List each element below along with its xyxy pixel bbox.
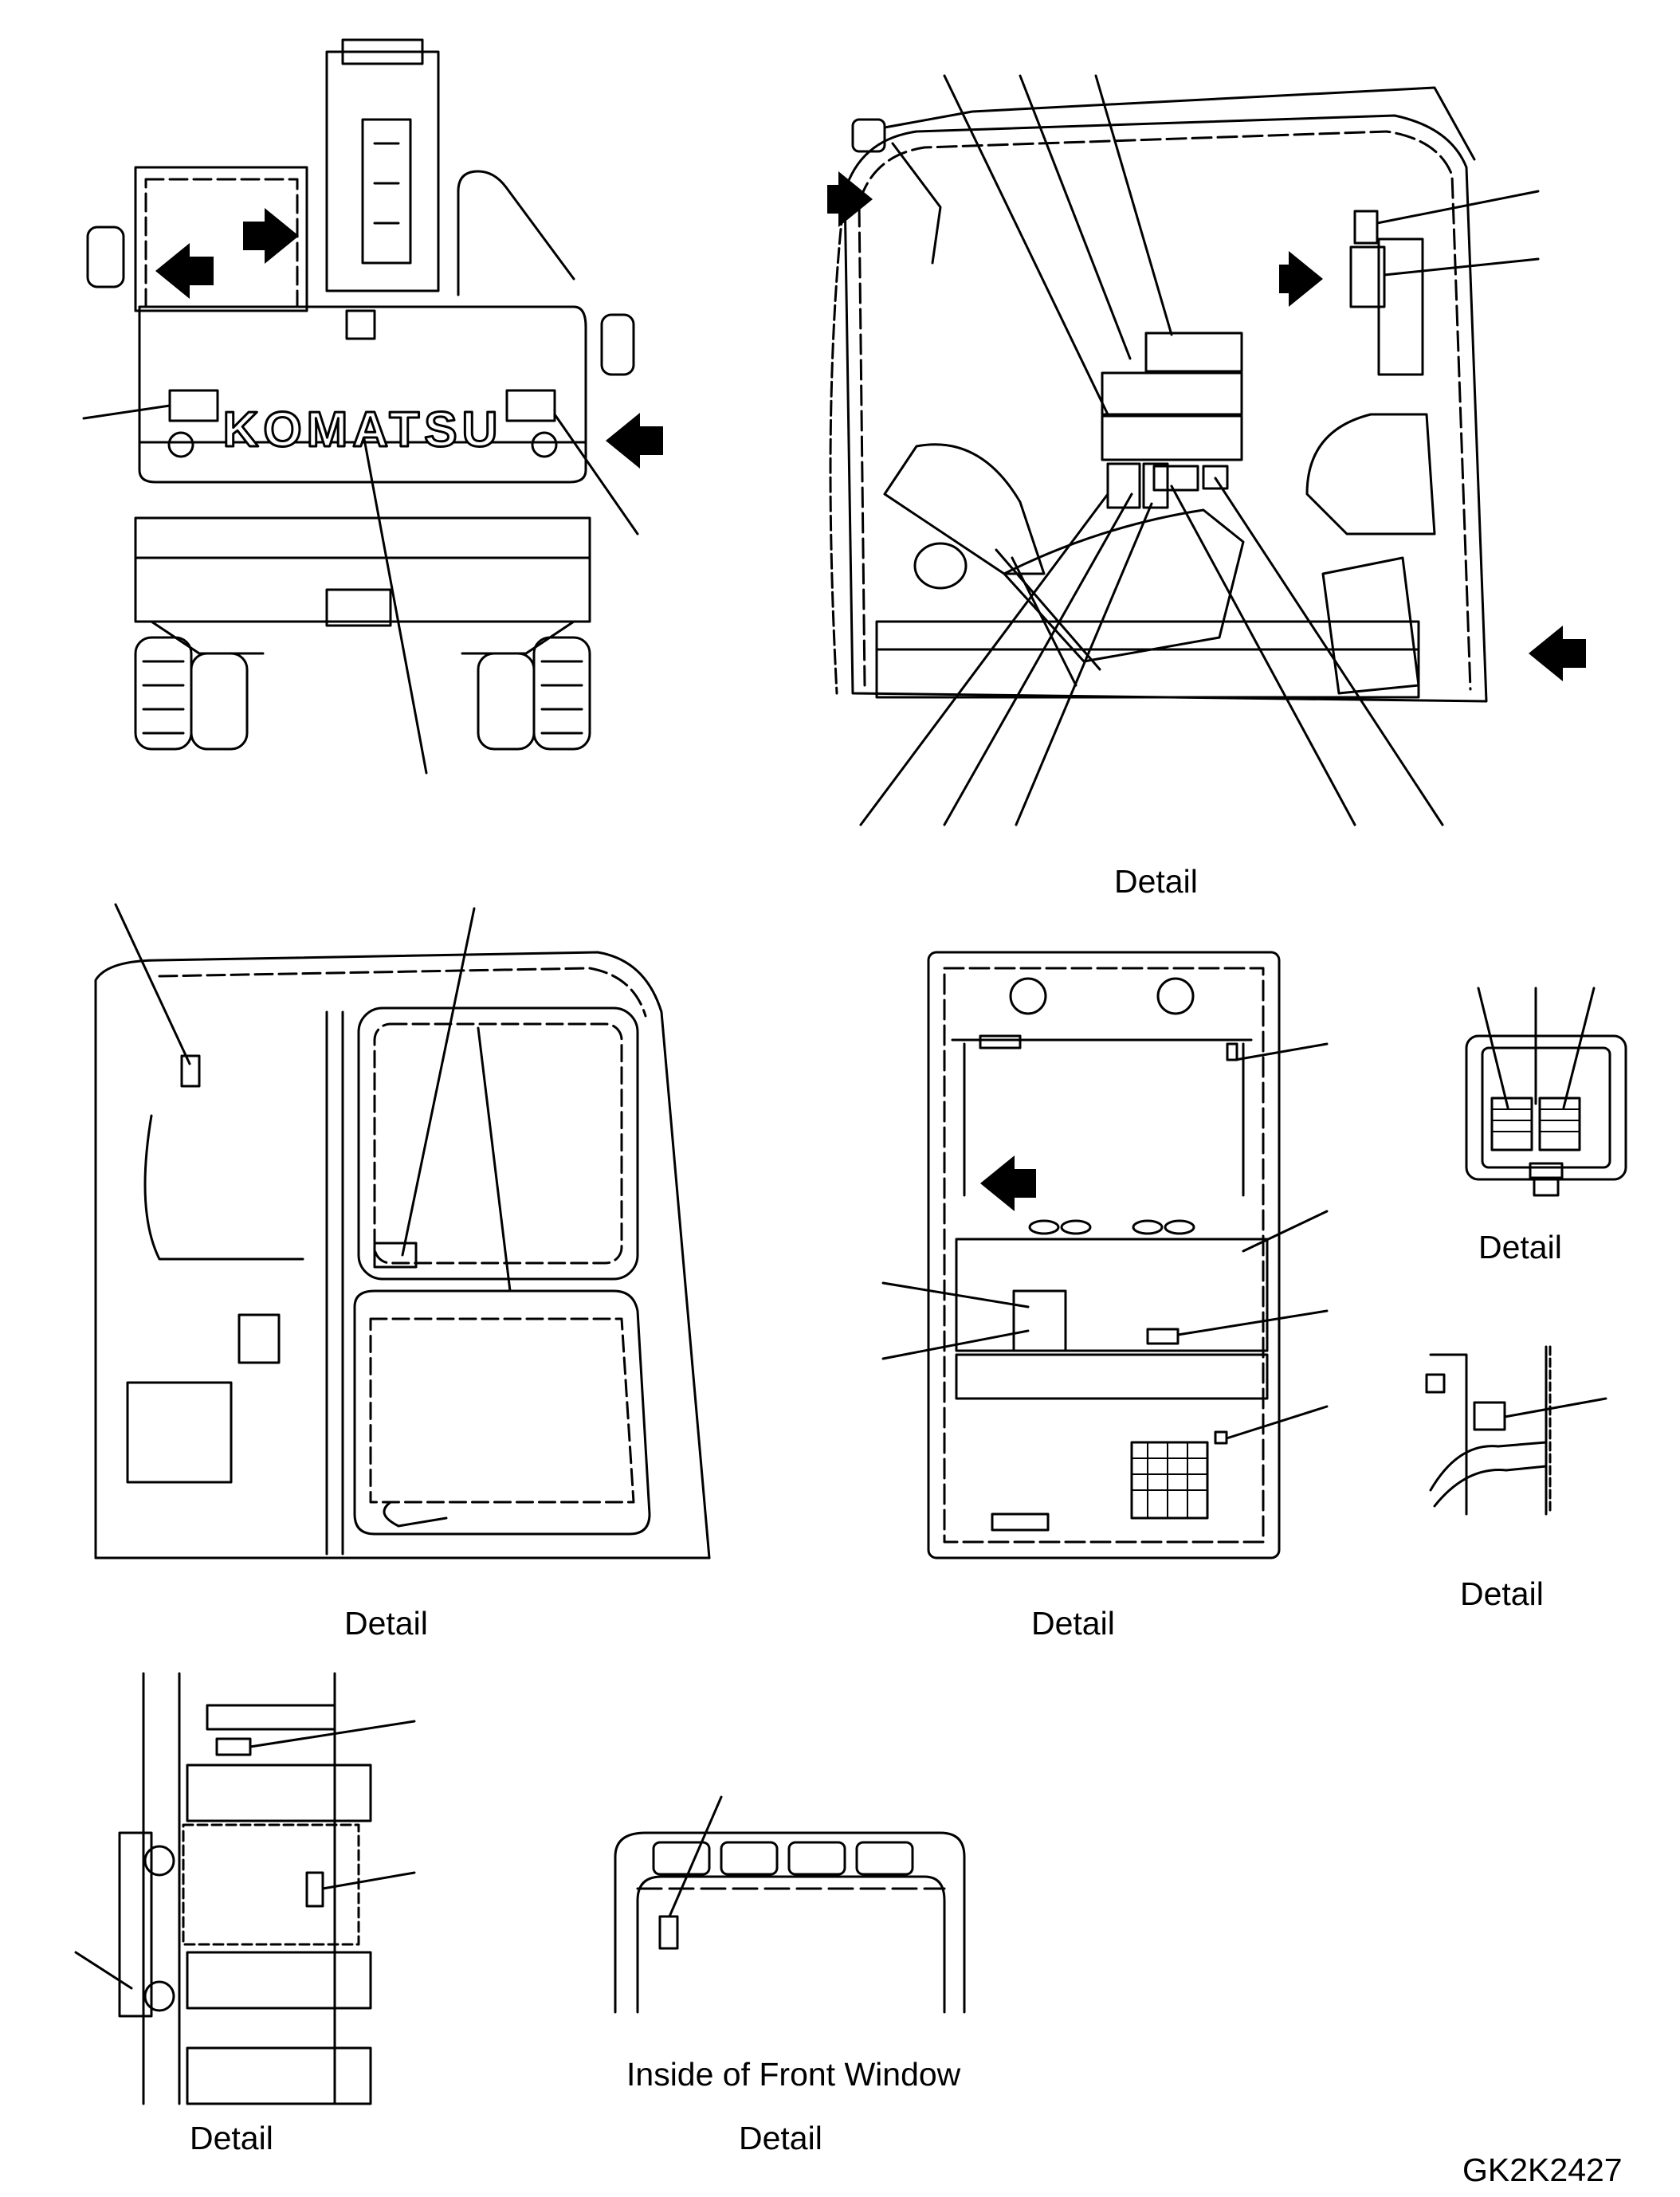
pillar-detail [1425, 1345, 1607, 1516]
door-decal-pillar [180, 1054, 201, 1088]
door-detail [94, 903, 711, 1559]
door-decal-handle [373, 1242, 418, 1269]
front-window-decal [658, 1915, 679, 1950]
cab-decal-small-2 [1142, 462, 1169, 509]
rear-decal-left [168, 389, 219, 422]
cab-interior-side-detail [829, 74, 1540, 826]
cab-decal-small-1 [1106, 462, 1141, 509]
front-window-detail [614, 1795, 966, 2014]
caption-detail-fuse-box: Detail [1478, 1229, 1562, 1265]
rear-wall-detail [881, 951, 1329, 1559]
arrow-left-icon [606, 413, 663, 469]
arrow-right-icon [243, 208, 299, 264]
arrow-right-icon [1279, 251, 1323, 307]
fuse-box-detail [1465, 987, 1627, 1197]
drawing-code: GK2K2427 [1462, 2152, 1623, 2188]
cab-decal-small-3 [1202, 465, 1229, 490]
caption-detail-door: Detail [344, 1605, 428, 1642]
rear-wall-decal-bottom [1214, 1430, 1228, 1445]
rear-wall-decal-cluster [1012, 1289, 1067, 1352]
arrow-left-icon [155, 243, 214, 299]
fuse-block-right [1538, 1097, 1581, 1151]
arrow-left-icon [980, 1155, 1036, 1211]
machine-rear-view [82, 38, 639, 775]
step-decal-side [305, 1871, 324, 1908]
rear-wall-decal-center [1146, 1328, 1180, 1345]
cab-decal-warning [1152, 465, 1199, 492]
caption-inside-front-window: Inside of Front Window [626, 2056, 961, 2093]
caption-detail-rear-wall: Detail [1031, 1605, 1115, 1642]
arrow-right-icon [827, 171, 873, 227]
caption-detail-front-window: Detail [739, 2120, 822, 2156]
cab-decal-large-2 [1101, 414, 1243, 461]
caption-detail-pillar: Detail [1460, 1575, 1544, 1612]
cab-decal-large-1 [1101, 371, 1243, 416]
cab-decal-right-large [1349, 245, 1386, 308]
komatsu-logo: KOMATSU [223, 402, 503, 457]
arrow-left-icon [1529, 626, 1586, 681]
fuse-block-left [1490, 1097, 1533, 1151]
pillar-decal [1425, 1373, 1446, 1394]
rear-wall-decal-top [1226, 1042, 1238, 1061]
caption-detail-step: Detail [190, 2120, 273, 2156]
cab-decal-right-small [1353, 210, 1379, 245]
caption-detail-cab-side: Detail [1114, 863, 1198, 900]
step-detail [74, 1672, 416, 2105]
cab-decal-top [1144, 332, 1243, 373]
rear-decal-right [505, 389, 556, 422]
step-decal-top [215, 1737, 252, 1756]
